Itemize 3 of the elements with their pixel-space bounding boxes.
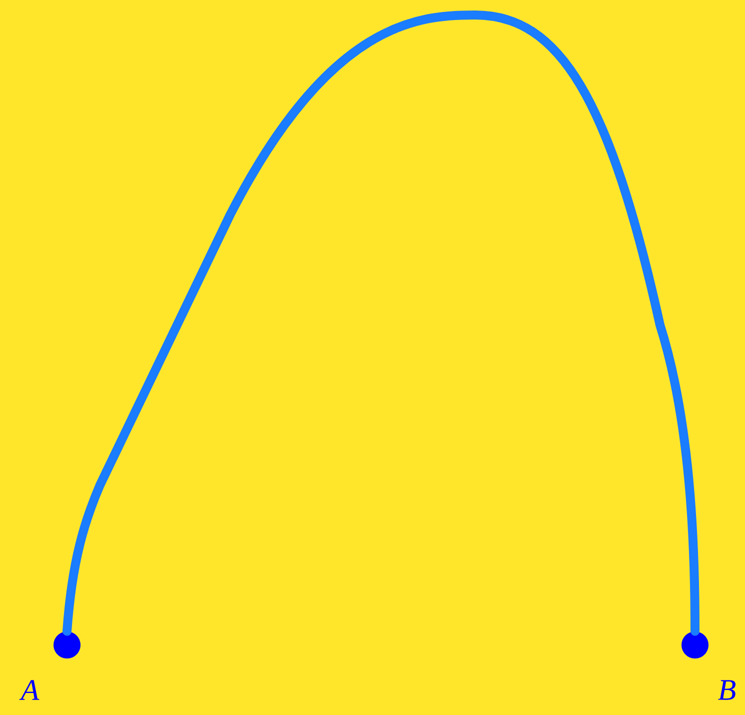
point-label: A: [19, 680, 40, 700]
point-label: B: [718, 680, 736, 700]
curve: [62, 10, 700, 636]
